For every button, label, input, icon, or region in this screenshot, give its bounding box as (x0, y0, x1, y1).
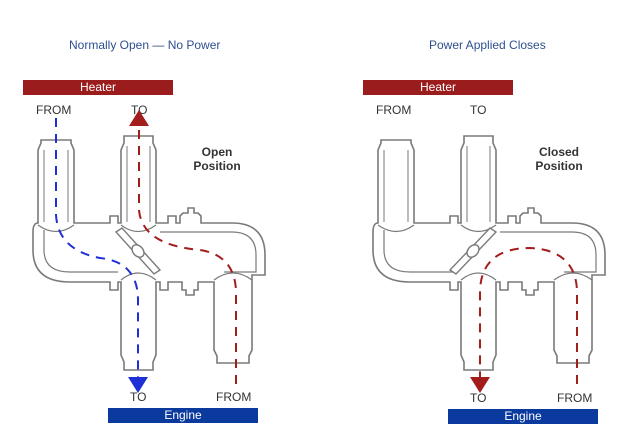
engine-bar: Engine (448, 409, 598, 424)
engine-from-label: FROM (216, 390, 252, 404)
flow-path-heater-to-engine (55, 118, 148, 393)
position-line-1: Closed (538, 145, 579, 159)
heater-bar: Heater (363, 80, 513, 95)
engine-to-label: TO (470, 391, 487, 405)
valve-body-right (372, 135, 606, 371)
position-label: Closed Position (526, 145, 592, 173)
heater-from-label: FROM (376, 103, 412, 117)
heater-from-label: FROM (36, 103, 72, 117)
diagram-title: Power Applied Closes (429, 38, 546, 52)
engine-from-label: FROM (557, 391, 593, 405)
flow-path-engine-recirculation (470, 246, 578, 393)
engine-bar: Engine (108, 408, 258, 423)
position-label: Open Position (186, 145, 248, 173)
position-line-1: Open (201, 145, 233, 159)
engine-to-label: TO (130, 390, 147, 404)
valve-body-left (32, 135, 266, 371)
heater-bar: Heater (23, 80, 173, 95)
heater-to-label: TO (470, 103, 487, 117)
position-line-2: Position (535, 159, 583, 173)
position-line-2: Position (193, 159, 241, 173)
diagram-title: Normally Open — No Power (69, 38, 221, 52)
